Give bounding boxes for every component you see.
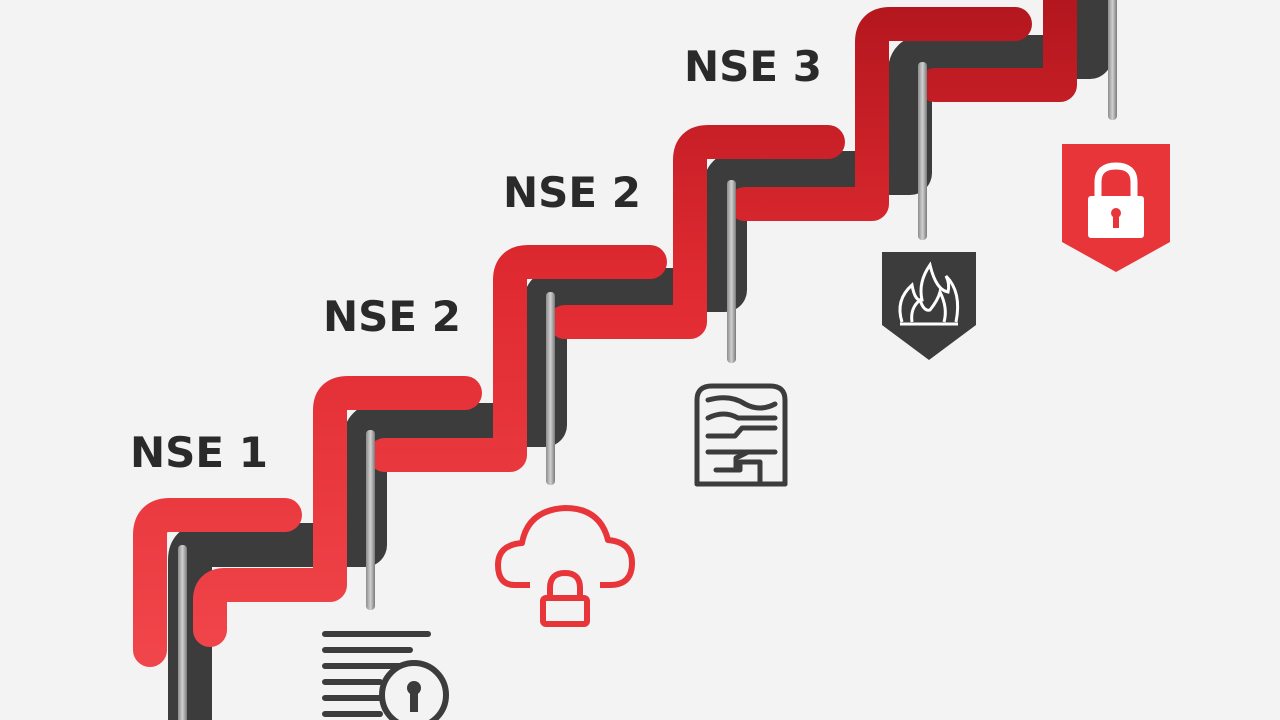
pole-3 bbox=[546, 292, 555, 485]
step-label-nse1: NSE 1 bbox=[130, 428, 268, 477]
padlock-shield-icon bbox=[1062, 144, 1170, 272]
pole-5 bbox=[918, 62, 927, 240]
document-lock-icon bbox=[322, 631, 449, 720]
pole-2 bbox=[366, 430, 375, 610]
step-label-nse2-lower: NSE 2 bbox=[323, 292, 461, 341]
gray-stair-band bbox=[168, 0, 1112, 720]
server-rack-icon bbox=[694, 383, 788, 487]
poles bbox=[178, 0, 1117, 720]
red-stair-ribbon bbox=[133, 0, 1077, 667]
firewall-shield-icon bbox=[882, 252, 976, 360]
cloud-lock-icon bbox=[495, 505, 635, 627]
step-label-nse2-upper: NSE 2 bbox=[503, 168, 641, 217]
pole-4 bbox=[727, 180, 736, 363]
pole-1 bbox=[178, 545, 187, 720]
step-label-nse3: NSE 3 bbox=[684, 42, 822, 91]
pole-6 bbox=[1108, 0, 1117, 120]
